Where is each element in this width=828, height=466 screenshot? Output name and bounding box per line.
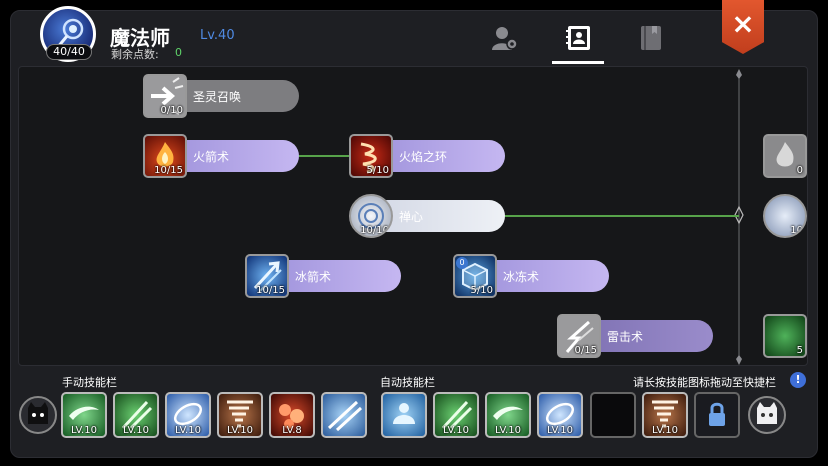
edge-silver-icon[interactable]: 10	[763, 194, 807, 238]
skill-count: 10	[790, 225, 803, 236]
skill-count: 5/10	[366, 165, 389, 176]
skill-count: 0/10	[160, 105, 183, 116]
skill-tree-panel[interactable]: 圣灵召唤 0/10 火箭术 10/15 火焰之环 5/10 禅心	[18, 66, 808, 366]
auto-skill-bar-label: 自动技能栏	[380, 376, 435, 389]
summon-arrow-icon[interactable]: 0/10	[143, 74, 187, 118]
flame-ring-icon[interactable]: 5/10	[349, 134, 393, 178]
slot-level: LV.10	[123, 425, 149, 436]
fire-icon[interactable]: 10/15	[143, 134, 187, 178]
manual-slot-1[interactable]: LV.10	[61, 392, 107, 438]
mp-badge: 40/40	[46, 44, 92, 60]
skill-label: 火箭术	[193, 150, 230, 164]
skill-count: 10/10	[360, 225, 389, 236]
remaining-points-label: 剩余点数:	[111, 48, 159, 61]
cat-face-icon	[28, 402, 48, 424]
grey-flame-glyph	[776, 142, 794, 167]
edge-grey-flame-icon[interactable]: 0	[763, 134, 807, 178]
green-blade-icon	[121, 400, 153, 430]
auto-slot-3[interactable]: LV.10	[485, 392, 531, 438]
auto-slot-locked[interactable]	[694, 392, 740, 438]
manual-slot-6[interactable]	[321, 392, 367, 438]
close-button[interactable]: ×	[722, 0, 764, 54]
manual-slot-5[interactable]: LV.8	[269, 392, 315, 438]
skill-count: 5	[796, 345, 803, 356]
remaining-points-value: 0	[175, 46, 182, 59]
skill-count: 10/15	[256, 285, 285, 296]
class-level: Lv.40	[200, 28, 235, 43]
connector-fire	[299, 155, 351, 157]
info-icon[interactable]: !	[790, 372, 806, 388]
manual-slot-4[interactable]: LV.10	[217, 392, 263, 438]
skill-label: 禅心	[399, 210, 424, 224]
person-gear-icon	[492, 27, 518, 50]
skill-count: 0	[796, 165, 803, 176]
lightning-icon[interactable]: 0/15	[557, 314, 601, 358]
skill-count: 0/15	[574, 345, 597, 356]
fire-glyph	[156, 142, 174, 167]
connector-meditation	[505, 215, 739, 217]
slot-level: LV.10	[71, 425, 97, 436]
auto-slot-empty[interactable]	[590, 392, 636, 438]
manual-slot-3[interactable]: LV.10	[165, 392, 211, 438]
flame-ring-glyph	[360, 142, 377, 174]
meditation-icon[interactable]: 10/10	[349, 194, 393, 238]
edge-green-icon[interactable]: 5	[763, 314, 807, 358]
slot-level: LV.10	[175, 425, 201, 436]
tree-rail	[734, 69, 744, 365]
meditation-glyph	[358, 203, 384, 229]
skill-label: 圣灵召唤	[193, 90, 242, 104]
tab-skills[interactable]	[564, 24, 594, 52]
slot-level: LV.10	[547, 425, 573, 436]
skill-count: 10/15	[154, 165, 183, 176]
manual-skill-bar-label: 手动技能栏	[62, 376, 117, 389]
skill-corner-badge: 0	[456, 257, 468, 269]
auto-slot-6[interactable]: LV.10	[642, 392, 688, 438]
skill-label: 冰冻术	[503, 270, 540, 284]
blue-vortex-icon	[545, 402, 575, 426]
tab-codex[interactable]	[636, 24, 666, 52]
book-icon	[641, 26, 661, 50]
auto-slot-4[interactable]: LV.10	[537, 392, 583, 438]
slot-level: LV.10	[495, 425, 521, 436]
ice-shard-icon	[327, 400, 363, 432]
green-blade-icon	[441, 400, 473, 430]
auto-slot-2[interactable]: LV.10	[433, 392, 479, 438]
tab-active-indicator	[552, 61, 604, 64]
class-name: 魔法师	[110, 26, 170, 50]
skill-label: 火焰之环	[399, 150, 448, 164]
skill-book-icon	[566, 26, 590, 50]
tornado-icon	[227, 400, 253, 428]
white-cat-face-icon	[757, 402, 777, 424]
tornado-icon	[652, 400, 678, 428]
close-icon: ×	[731, 7, 755, 40]
skill-count: 5/10	[470, 285, 493, 296]
ice-cube-glyph	[462, 262, 488, 292]
pet-face-button-left[interactable]	[19, 396, 57, 434]
slot-level: LV.10	[443, 425, 469, 436]
drag-hint: 请长按技能图标拖动至快捷栏	[633, 376, 776, 389]
summon-arrow-glyph	[151, 77, 184, 115]
auto-slot-1[interactable]	[381, 392, 427, 438]
wind-slash-icon	[493, 406, 523, 420]
skill-label: 冰箭术	[295, 270, 332, 284]
ice-arrow-icon[interactable]: 10/15	[245, 254, 289, 298]
tab-character[interactable]	[490, 24, 520, 52]
manual-slot-2[interactable]: LV.10	[113, 392, 159, 438]
slot-level: LV.8	[282, 425, 302, 436]
skill-label: 雷击术	[607, 330, 644, 344]
water-shield-icon	[393, 403, 415, 424]
slot-level: LV.10	[652, 425, 678, 436]
pet-face-button-right[interactable]	[748, 396, 786, 434]
lightning-glyph	[565, 320, 594, 353]
ice-arrow-glyph	[253, 261, 282, 293]
meteor-icon	[279, 404, 304, 429]
blue-vortex-icon	[173, 402, 203, 426]
lock-icon	[709, 402, 725, 426]
slot-level: LV.10	[227, 425, 253, 436]
wind-slash-icon	[69, 406, 99, 420]
ice-cube-icon[interactable]: 0 5/10	[453, 254, 497, 298]
